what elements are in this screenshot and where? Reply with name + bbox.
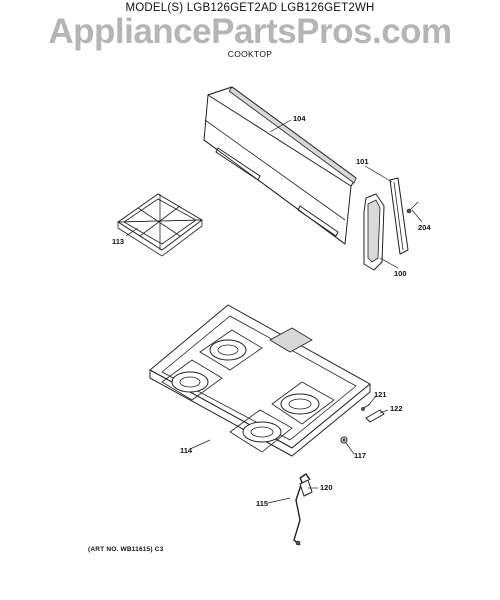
label-113: 113 bbox=[112, 237, 124, 246]
leader-lines bbox=[125, 119, 423, 504]
clip-122 bbox=[365, 409, 385, 423]
endcap-part bbox=[363, 193, 385, 271]
burner-grate bbox=[117, 193, 203, 257]
label-120: 120 bbox=[320, 483, 333, 492]
section-title: COOKTOP bbox=[227, 49, 273, 59]
screw-204 bbox=[406, 201, 419, 214]
label-114: 114 bbox=[180, 446, 193, 455]
model-title: MODEL(S) LGB126GET2AD LGB126GET2WH bbox=[125, 2, 375, 14]
label-121: 121 bbox=[374, 390, 387, 399]
clip-120 bbox=[299, 479, 313, 497]
label-100: 100 bbox=[394, 269, 407, 278]
cooktop-main-top bbox=[149, 304, 371, 457]
label-104: 104 bbox=[293, 114, 306, 123]
label-101: 101 bbox=[356, 157, 369, 166]
label-122: 122 bbox=[390, 404, 403, 413]
fastener-117 bbox=[340, 436, 348, 444]
label-117: 117 bbox=[354, 451, 366, 460]
art-number: (ART NO. WB11615) C3 bbox=[88, 546, 164, 553]
watermark-logo: AppliancePartsPros.com bbox=[48, 12, 452, 51]
backsplash-panel bbox=[203, 86, 357, 245]
bracket-part bbox=[389, 177, 409, 255]
label-204: 204 bbox=[418, 223, 431, 232]
label-115: 115 bbox=[256, 499, 268, 508]
rod-115 bbox=[293, 473, 311, 546]
